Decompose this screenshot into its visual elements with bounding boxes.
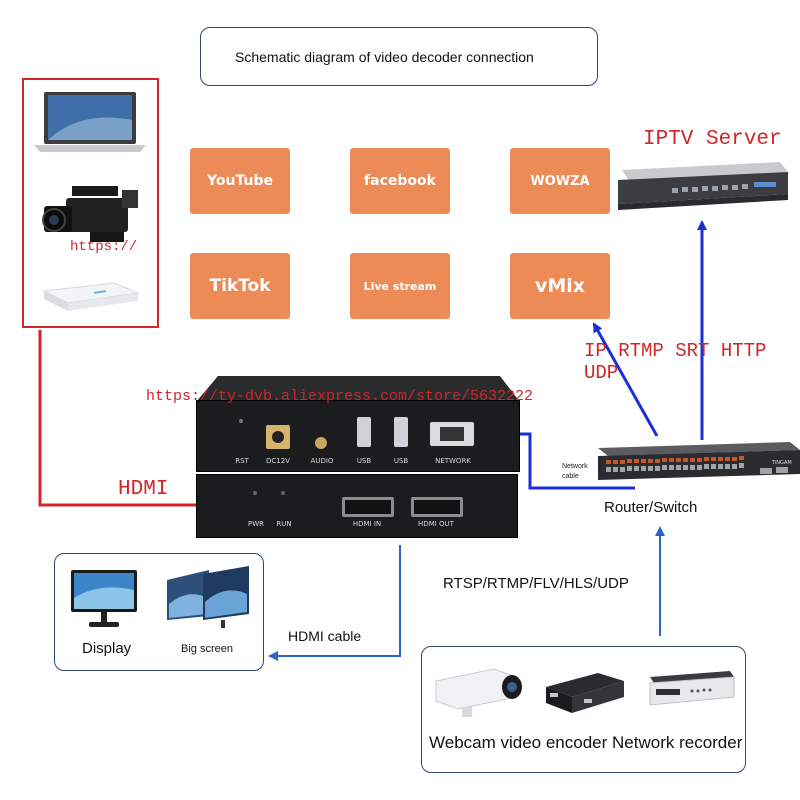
decoder-top-surface	[196, 376, 520, 402]
watermark-url: https://ty-dvb.aliexpress.com/store/5632…	[146, 388, 534, 405]
platform-label: Live stream	[363, 279, 437, 293]
platform-label: TikTok	[209, 276, 271, 296]
front-label-pwr: PWR	[247, 520, 264, 528]
front-label-hdmi-in: HDMI IN	[352, 520, 382, 528]
usb-port-2	[394, 417, 408, 447]
iptv-server-label: IPTV Server	[643, 128, 782, 151]
router-brand: TiNGAM	[772, 460, 792, 466]
platform-label: facebook	[364, 173, 436, 189]
set-top-box-icon	[42, 282, 140, 311]
front-label-hdmi-out: HDMI OUT	[418, 520, 454, 528]
webcam-icon	[435, 668, 522, 717]
network-recorder-icon	[649, 671, 735, 706]
platform-tile-live-stream: Live stream	[350, 253, 450, 319]
front-label-run: RUN	[276, 520, 292, 528]
platform-label: YouTube	[207, 173, 273, 189]
camcorder-icon	[42, 186, 138, 242]
platform-label: vMix	[534, 275, 586, 297]
protocols-top-label: IP RTMP SRT HTTP UDP	[584, 340, 767, 384]
network-port	[430, 422, 474, 446]
switch-to-platforms-line	[592, 322, 659, 437]
video-encoder-icon	[546, 673, 624, 713]
hdmi-label: HDMI	[118, 478, 169, 501]
hdmi-in-port	[342, 497, 394, 517]
source-devices-box: https://	[22, 78, 159, 328]
display-outputs-box: Display Big screen	[54, 553, 264, 671]
hdmi-cable-label: HDMI cable	[288, 628, 362, 644]
port-label-rst: RST	[235, 457, 249, 465]
port-label-usb-2: USB	[393, 457, 409, 465]
port-label-dc12v: DC12V	[266, 457, 290, 465]
ip-sources-box: Webcam video encoder Network recorder	[421, 646, 746, 773]
monitor-icon	[71, 570, 137, 627]
ip-sources-caption: Webcam video encoder Network recorder	[429, 733, 743, 752]
platform-tile-wowza: WOWZA	[510, 148, 610, 214]
diagram-title: Schematic diagram of video decoder conne…	[235, 48, 534, 65]
big-screen-label: Big screen	[181, 643, 233, 655]
platform-tile-tiktok: TikTok	[190, 253, 290, 319]
router-switch-icon	[598, 442, 800, 480]
decoder-back-panel: RST DC12V AUDIO USB USB NETWORK	[196, 376, 520, 472]
laptop-icon	[34, 92, 146, 152]
platform-label: WOWZA	[530, 173, 590, 189]
iptv-server-icon	[618, 162, 788, 210]
run-led	[281, 491, 285, 495]
decoder-back-face: RST DC12V AUDIO USB USB NETWORK	[196, 400, 520, 472]
protocols-bottom-label: RTSP/RTMP/FLV/HLS/UDP	[443, 575, 629, 592]
port-label-audio: AUDIO	[310, 457, 334, 465]
dc-power-jack	[266, 425, 290, 449]
platform-tile-youtube: YouTube	[190, 148, 290, 214]
port-label-usb-1: USB	[356, 457, 372, 465]
usb-port-1	[357, 417, 371, 447]
hdmi-output-line	[268, 545, 401, 661]
display-label: Display	[82, 640, 132, 657]
pwr-led	[253, 491, 257, 495]
platform-tile-vmix: vMix	[510, 253, 610, 319]
decoder-front-face: PWR RUN HDMI IN HDMI OUT	[196, 474, 518, 538]
platform-tile-facebook: facebook	[350, 148, 450, 214]
hdmi-out-port	[411, 497, 463, 517]
big-screen-icon	[167, 566, 249, 628]
network-cable-label: Network cable	[562, 463, 588, 480]
router-switch-label: Router/Switch	[604, 499, 698, 516]
reset-pinhole	[239, 419, 243, 423]
audio-jack	[315, 437, 327, 449]
port-label-network: NETWORK	[435, 457, 471, 465]
watermark-short: https://	[70, 239, 138, 255]
diagram-title-box: Schematic diagram of video decoder conne…	[200, 27, 598, 86]
